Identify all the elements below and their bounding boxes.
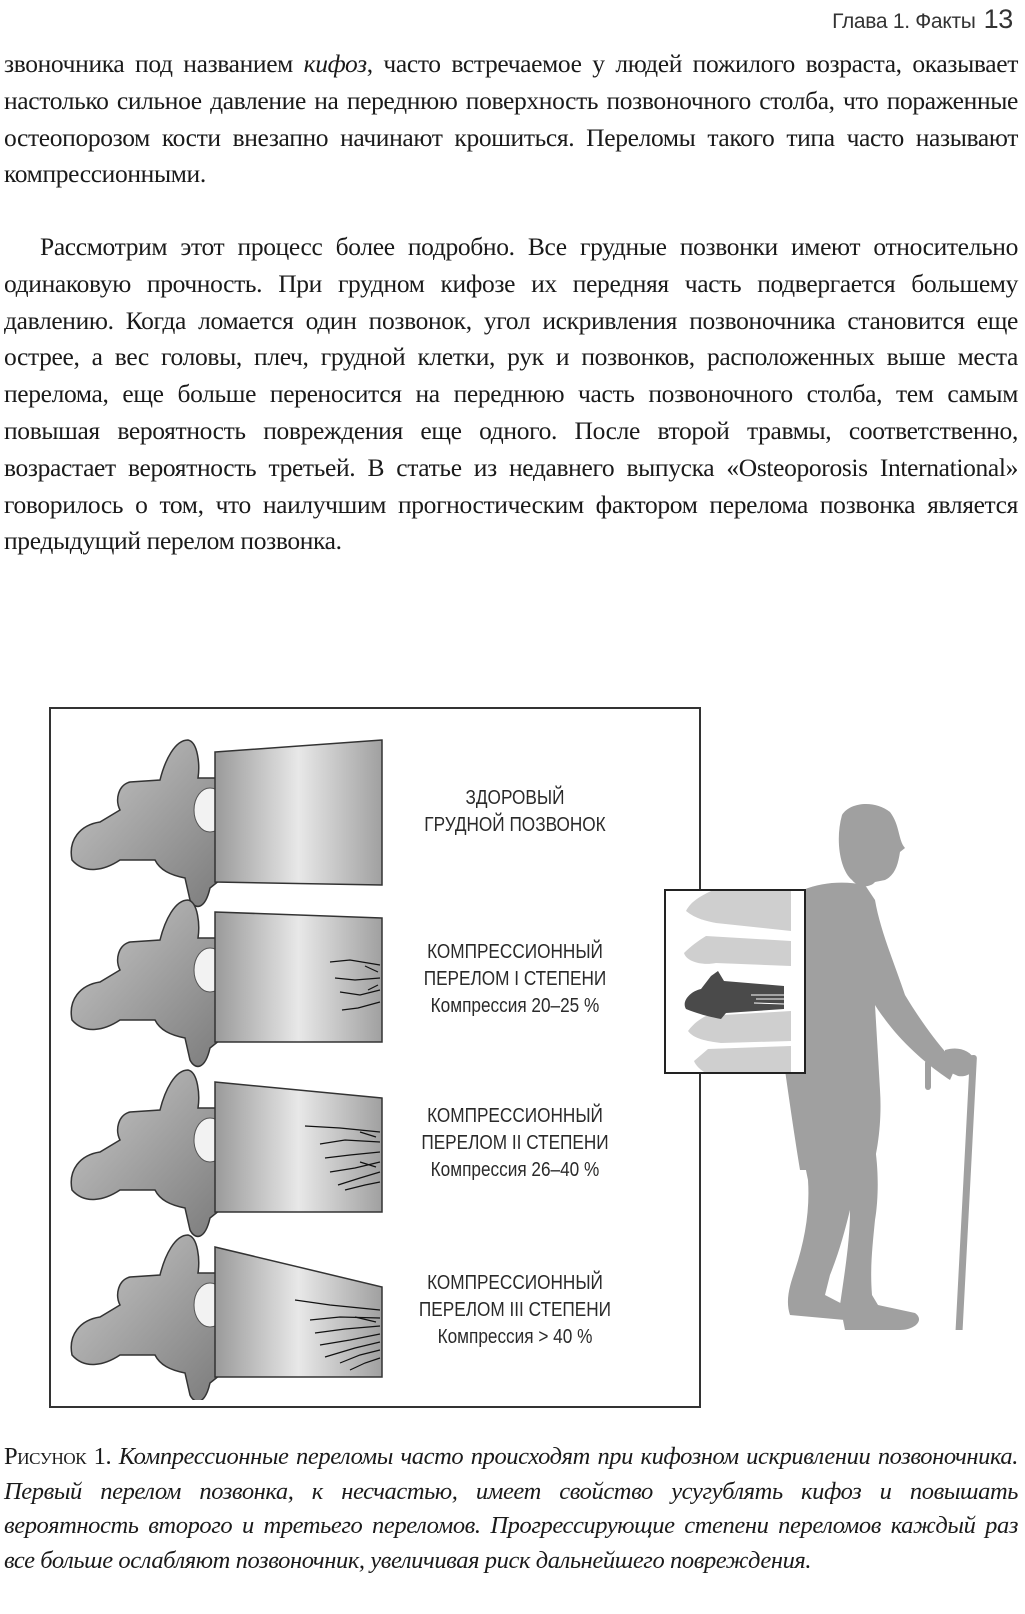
spine-inset xyxy=(664,889,806,1074)
stage-label-grade-2: КОМПРЕССИОННЫЙ ПЕРЕЛОМ II СТЕПЕНИ Компре… xyxy=(421,1105,609,1181)
figure-caption: Рисунок 1. Компрессионные переломы часто… xyxy=(4,1440,1018,1578)
paragraph-text: звоночника под названием xyxy=(4,49,304,78)
vertebra-grade-2 xyxy=(70,1069,383,1238)
caption-text: Компрессионные переломы часто происходят… xyxy=(4,1443,1019,1574)
paragraph-text: , часто встречаемое у людей пожилого воз… xyxy=(4,49,1018,189)
vertebra-grade-1 xyxy=(70,899,383,1068)
chapter-title: Глава 1. Факты xyxy=(832,10,976,33)
stage-label-grade-1: КОМПРЕССИОННЫЙ ПЕРЕЛОМ I СТЕПЕНИ Компрес… xyxy=(423,941,607,1017)
stage-label-healthy: ЗДОРОВЫЙ ГРУДНОЙ ПОЗВОНОК xyxy=(424,787,606,836)
vertebra-grade-3 xyxy=(70,1234,383,1400)
vertebrae-illustration xyxy=(70,739,383,1400)
paragraph-text: Рассмотрим этот процесс более подробно. … xyxy=(4,232,1018,556)
paragraph-1: звоночника под названием кифоз, часто вс… xyxy=(4,46,1018,193)
spine-inset-illustration xyxy=(684,891,791,1072)
stage-label-grade-3: КОМПРЕССИОННЫЙ ПЕРЕЛОМ III СТЕПЕНИ Компр… xyxy=(418,1272,612,1348)
paragraph-2: Рассмотрим этот процесс более подробно. … xyxy=(4,229,1018,560)
elderly-man-silhouette xyxy=(769,804,977,1330)
figure-number: Рисунок 1. xyxy=(4,1443,112,1470)
page-number: 13 xyxy=(983,4,1014,34)
vertebra-healthy xyxy=(70,739,383,908)
term-kyphosis: кифоз xyxy=(303,49,367,78)
running-head: Глава 1. Факты 13 xyxy=(832,4,1013,35)
